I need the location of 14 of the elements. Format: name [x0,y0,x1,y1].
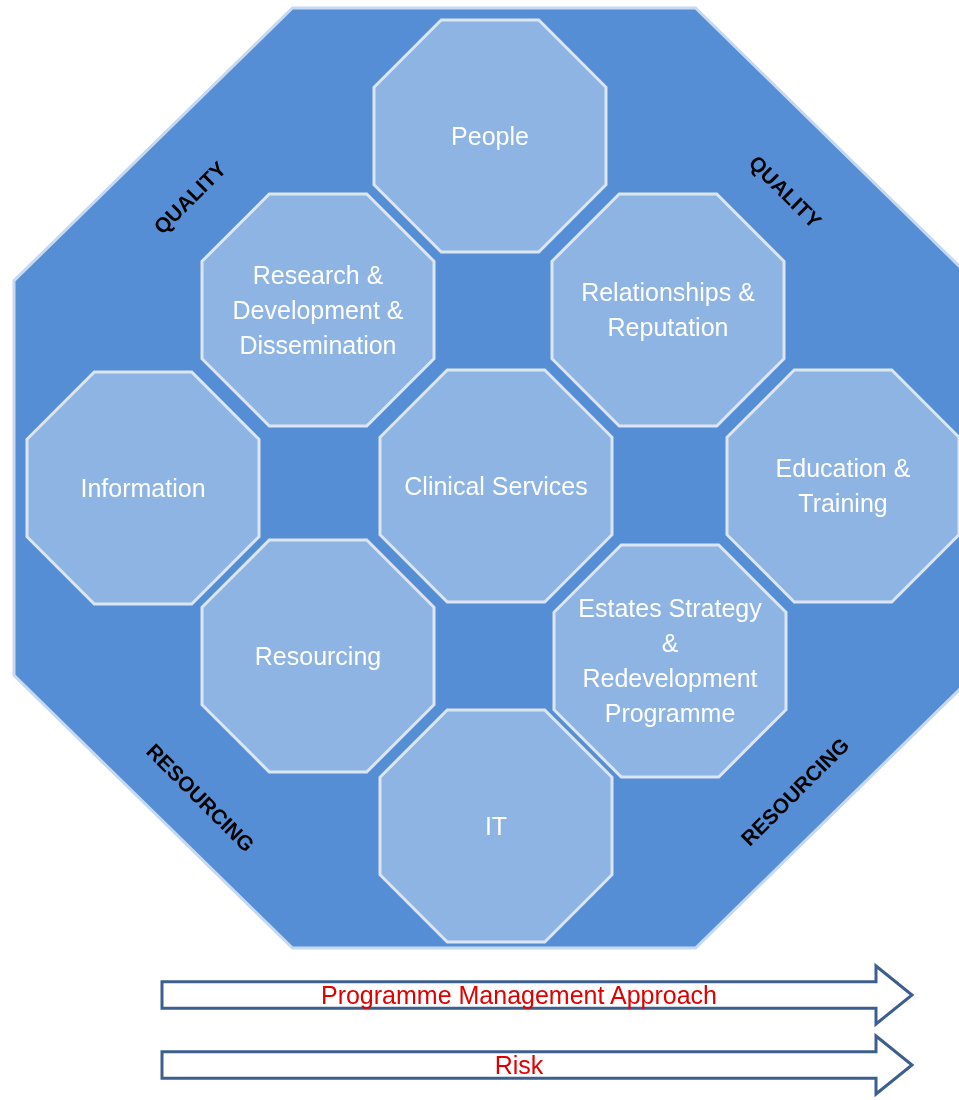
node-label: IT [483,810,509,842]
banner-label: Risk [493,1050,545,1080]
octagon-node [374,20,606,252]
node-label: Estates Strategy & Redevelopment Programme [577,593,763,729]
node-label: Relationships & Reputation [580,277,756,343]
node-label: Research & Development & Dissemination [231,259,405,361]
large-octagon [14,8,959,948]
octagon-node [27,372,259,604]
node-label: People [450,120,530,152]
node-label: Information [79,472,207,504]
banner-label: Programme Management Approach [319,980,718,1010]
node-label: Education & Training [774,453,912,519]
node-label: Clinical Services [403,470,589,502]
node-label: Resourcing [253,640,383,672]
